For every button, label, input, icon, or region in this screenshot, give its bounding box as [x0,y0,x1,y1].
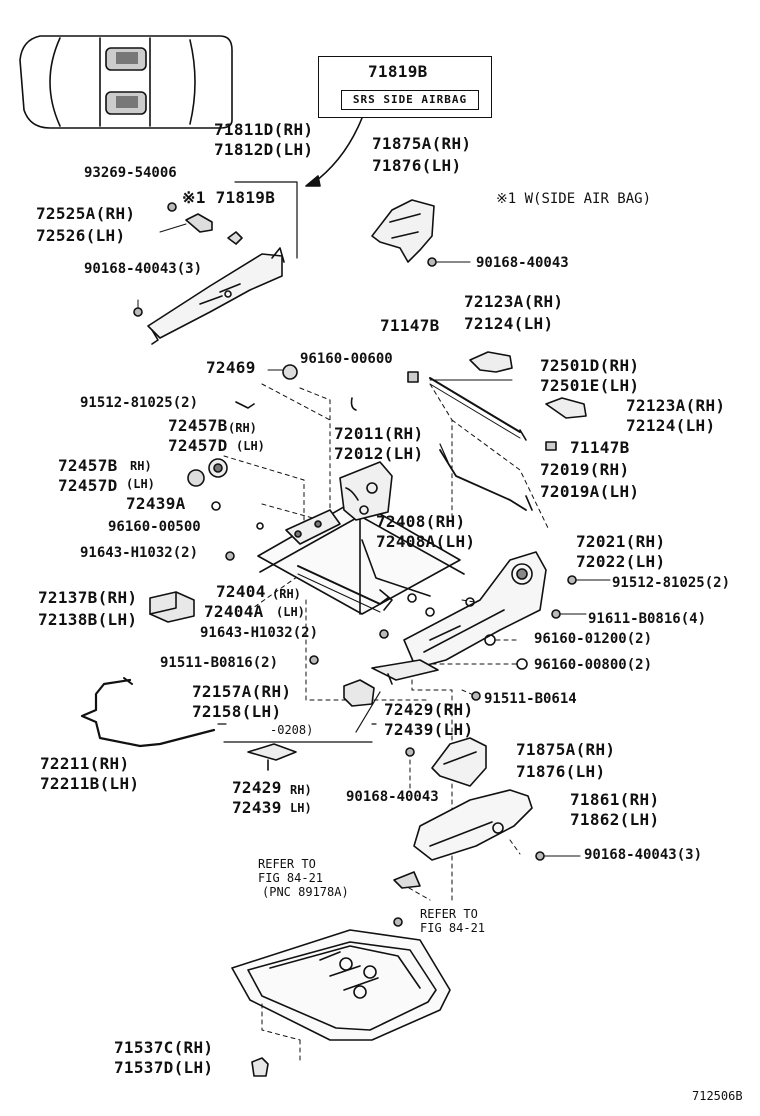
seat-side-shield [413,789,533,861]
srs-arrow [311,117,363,185]
label-90168-a: 90168-40043(3) [84,261,203,277]
label-72526: 72526(LH) [36,226,126,245]
label-93269: 93269-54006 [84,165,177,181]
label-71811d: 71811D(RH) [214,120,314,139]
label-96160-00600: 96160-00600 [300,351,393,367]
label-72019: 72019(RH) [540,460,630,479]
label-refer-to-1: REFER TO [258,857,316,871]
label-71537d: 71537D(LH) [114,1058,214,1077]
label-96160-00500: 96160-00500 [108,519,201,535]
label-71876-2: 71876(LH) [516,762,606,781]
label-72211b: 72211B(LH) [40,774,140,793]
airbag-bracket [147,247,285,345]
label-72137b: 72137B(RH) [38,588,138,607]
label-72123a: 72123A(RH) [464,292,564,311]
label-71862: 71862(LH) [570,810,660,829]
label-72404-side: (RH) [272,587,301,601]
label-72404: 72404 [216,582,266,601]
label-72469: 72469 [206,358,256,377]
label-72408: 72408(RH) [376,512,466,531]
label-72457d-2-side: (LH) [126,477,155,491]
label-71875a: 71875A(RH) [372,134,472,153]
label-91643-a: 91643-H1032(2) [80,545,199,561]
illustration-code: 712506B [692,1089,743,1103]
label-72021: 72021(RH) [576,532,666,551]
label-fig-84-21-2: FIG 84-21 [420,921,486,935]
label-refer-to-2: REFER TO [420,907,478,921]
label-72158: 72158(LH) [192,702,282,721]
label-72408a: 72408A(LH) [376,532,476,551]
label-72439-b: 72439 [232,798,282,817]
label-71812d: 71812D(LH) [214,140,314,159]
label-91611: 91611-B0816(4) [588,611,707,627]
label-90168-c: 90168-40043 [346,789,439,805]
label-72457b-2-side: RH) [130,459,152,473]
label-fig-84-21-1: FIG 84-21 [258,871,324,885]
label-72429-b-side: RH) [290,783,312,797]
label-note-side-airbag: ※1 W(SIDE AIR BAG) [496,191,652,207]
label-96160-01200: 96160-01200(2) [534,631,653,647]
label-72457b-1-side: (RH) [228,421,257,435]
label-72124: 72124(LH) [464,314,554,333]
label-71861: 71861(RH) [570,790,660,809]
label-72429-a: 72429(RH) [384,700,474,719]
label-72011: 72011(RH) [334,424,424,443]
label-71147b-1: 71147B [380,316,440,335]
label-72429-b: 72429 [232,778,282,797]
label-71819b-2: ※1 71819B [182,188,276,207]
label-91512-b: 91512-81025(2) [612,575,731,591]
label-72123a-2: 72123A(RH) [626,396,726,415]
label-72457b-1: 72457B [168,416,228,435]
label-91512-a: 91512-81025(2) [80,395,199,411]
label-72457d-1-side: (LH) [236,439,265,453]
srs-airbag-tag: SRS SIDE AIRBAG [341,90,479,110]
label-72404a-side: (LH) [276,605,305,619]
label-72457d-1: 72457D [168,436,228,455]
recliner-base [403,551,547,669]
label-72439-a: 72439(LH) [384,720,474,739]
label-71876: 71876(LH) [372,156,462,175]
label-72501e: 72501E(LH) [540,376,640,395]
label-72157a: 72157A(RH) [192,682,292,701]
label-72439-b-side: LH) [290,801,312,815]
label-date-0208: -0208) [270,723,314,737]
label-91511-a: 91511-B0816(2) [160,655,279,671]
label-90168-b: 90168-40043 [476,255,569,271]
label-72457b-2: 72457B [58,456,118,475]
label-72019a: 72019A(LH) [540,482,640,501]
label-91511-b: 91511-B0614 [484,691,577,707]
label-72022: 72022(LH) [576,552,666,571]
label-72012: 72012(LH) [334,444,424,463]
label-72525a: 72525A(RH) [36,204,136,223]
seat-cushion [231,929,451,1041]
label-72404a: 72404A [204,602,264,621]
label-71537c: 71537C(RH) [114,1038,214,1057]
label-72439a: 72439A [126,494,186,513]
label-72457d-2: 72457D [58,476,118,495]
label-71819b: 71819B [368,62,428,81]
seat-track-assembly [257,461,465,615]
label-91643-b: 91643-H1032(2) [200,625,319,641]
label-71147b-2: 71147B [570,438,630,457]
srs-label-box [318,56,492,118]
label-72124-2: 72124(LH) [626,416,716,435]
label-72138b: 72138B(LH) [38,610,138,629]
label-72211: 72211(RH) [40,754,130,773]
label-90168-d: 90168-40043(3) [584,847,703,863]
label-pnc: (PNC 89178A) [262,885,349,899]
label-96160-00800: 96160-00800(2) [534,657,653,673]
label-72501d: 72501D(RH) [540,356,640,375]
bar-72211 [80,678,216,748]
label-71875a-2: 71875A(RH) [516,740,616,759]
vehicle-icon [19,35,233,129]
recliner-cover-upper [371,199,435,263]
